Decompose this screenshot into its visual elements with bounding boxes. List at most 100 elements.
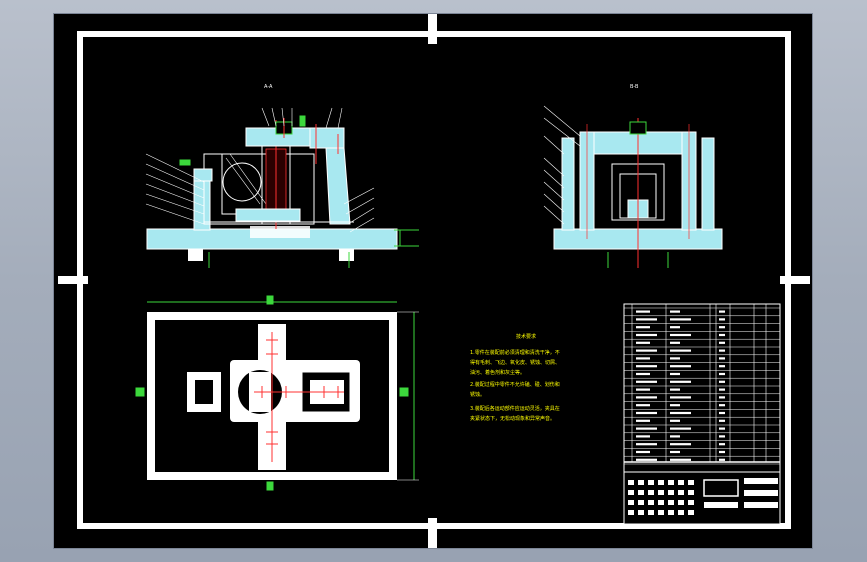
title-block-cell — [638, 510, 644, 515]
title-block-cell — [658, 500, 664, 505]
center-mark-left — [58, 276, 88, 284]
parts-cell-mark — [719, 435, 725, 438]
parts-cell-mark — [719, 404, 725, 407]
parts-cell-mark — [719, 458, 725, 461]
note-line: 得有毛刺、飞边、氧化皮、锈蚀、切屑、 — [470, 359, 560, 366]
parts-cell-mark — [636, 427, 657, 430]
parts-cell-mark — [670, 388, 680, 391]
parts-cell-mark — [670, 341, 680, 344]
parts-cell-mark — [719, 357, 725, 360]
title-block-cell — [648, 500, 654, 505]
title-block-cell — [638, 490, 644, 495]
parts-cell-mark — [719, 411, 725, 415]
parts-cell-mark — [670, 380, 691, 383]
title-block-cell — [658, 480, 664, 485]
parts-cell-mark — [719, 419, 725, 422]
title-block-cell — [688, 510, 694, 515]
parts-cell-mark — [670, 318, 691, 321]
title-block-cell — [658, 510, 664, 515]
parts-cell-mark — [670, 435, 680, 438]
parts-cell-mark — [670, 443, 691, 446]
note-line: 2.装配过程中零件不允许磕、碰、划伤和 — [470, 381, 560, 388]
title-block-cell — [648, 480, 654, 485]
title-block-cell — [668, 500, 674, 505]
parts-cell-mark — [670, 357, 680, 360]
parts-cell-mark — [670, 411, 691, 415]
parts-cell-mark — [636, 310, 650, 313]
title-block-cell — [628, 500, 634, 505]
parts-cell-mark — [719, 372, 725, 376]
front-view-label: A-A — [264, 84, 273, 90]
title-block-cell — [628, 480, 634, 485]
title-block-cell — [648, 490, 654, 495]
parts-cell-mark — [636, 341, 650, 344]
parts-cell-mark — [636, 435, 650, 438]
side-view-label: B-B — [630, 84, 639, 90]
parts-cell-mark — [719, 443, 725, 446]
parts-cell-mark — [670, 349, 691, 352]
parts-cell-mark — [719, 310, 725, 313]
side-view: B-B — [543, 84, 723, 268]
parts-cell-mark — [670, 396, 691, 399]
parts-cell-mark — [719, 365, 725, 368]
parts-cell-mark — [670, 419, 680, 422]
parts-cell-mark — [636, 411, 657, 415]
parts-cell-mark — [636, 372, 650, 376]
parts-cell-mark — [719, 396, 725, 399]
parts-cell-mark — [636, 388, 650, 391]
parts-cell-mark — [670, 333, 691, 337]
parts-cell-mark — [636, 443, 657, 446]
parts-cell-mark — [719, 326, 725, 329]
parts-cell-mark — [670, 310, 680, 313]
title-block — [624, 461, 780, 515]
title-block-cell — [638, 480, 644, 485]
parts-cell-mark — [670, 326, 680, 329]
note-line: 锈蚀。 — [470, 391, 485, 398]
title-block-cell — [668, 480, 674, 485]
parts-cell-mark — [636, 404, 650, 407]
note-line: 1.零件在装配前必须清理和清洗干净，不 — [470, 349, 560, 356]
parts-cell-mark — [636, 458, 657, 461]
center-mark-right — [780, 276, 810, 284]
notes-title: 技术要求 — [516, 333, 536, 340]
title-block-cell — [628, 490, 634, 495]
parts-cell-mark — [636, 450, 650, 454]
parts-cell-mark — [719, 427, 725, 430]
title-block-cell — [658, 490, 664, 495]
parts-cell-mark — [670, 427, 691, 430]
title-block-cell — [668, 510, 674, 515]
title-block-cell — [688, 500, 694, 505]
note-line: 油污、着色剂和灰尘等。 — [470, 369, 525, 376]
parts-cell-mark — [636, 365, 657, 368]
parts-cell-mark — [719, 388, 725, 391]
front-view: A-A — [145, 84, 419, 268]
title-block-cell — [678, 510, 684, 515]
title-block-cell — [678, 480, 684, 485]
parts-cell-mark — [719, 333, 725, 337]
note-line: 3.装配后各运动部件应运动灵活，夹具在 — [470, 405, 560, 412]
parts-cell-mark — [670, 365, 691, 368]
title-block-cell — [648, 510, 654, 515]
title-block-cell — [638, 500, 644, 505]
technical-notes: 技术要求 1.零件在装配前必须清理和清洗干净，不 得有毛刺、飞边、氧化皮、锈蚀、… — [470, 333, 560, 422]
drawing-canvas: A-A — [58, 14, 810, 548]
parts-cell-mark — [719, 341, 725, 344]
parts-cell-mark — [636, 396, 657, 399]
title-block-cell — [628, 510, 634, 515]
parts-cell-mark — [670, 458, 691, 461]
parts-list — [623, 303, 781, 525]
parts-cell-mark — [719, 318, 725, 321]
parts-cell-mark — [636, 318, 657, 321]
parts-cell-mark — [636, 326, 650, 329]
title-block-cell — [678, 500, 684, 505]
parts-cell-mark — [636, 419, 650, 422]
parts-cell-mark — [636, 333, 657, 337]
title-block-cell — [668, 490, 674, 495]
drawing-sheet[interactable]: A-A — [53, 13, 813, 549]
parts-cell-mark — [719, 380, 725, 383]
parts-cell-mark — [636, 380, 657, 383]
parts-cell-mark — [636, 349, 657, 352]
parts-cell-mark — [670, 404, 680, 407]
center-mark-top — [428, 14, 437, 44]
